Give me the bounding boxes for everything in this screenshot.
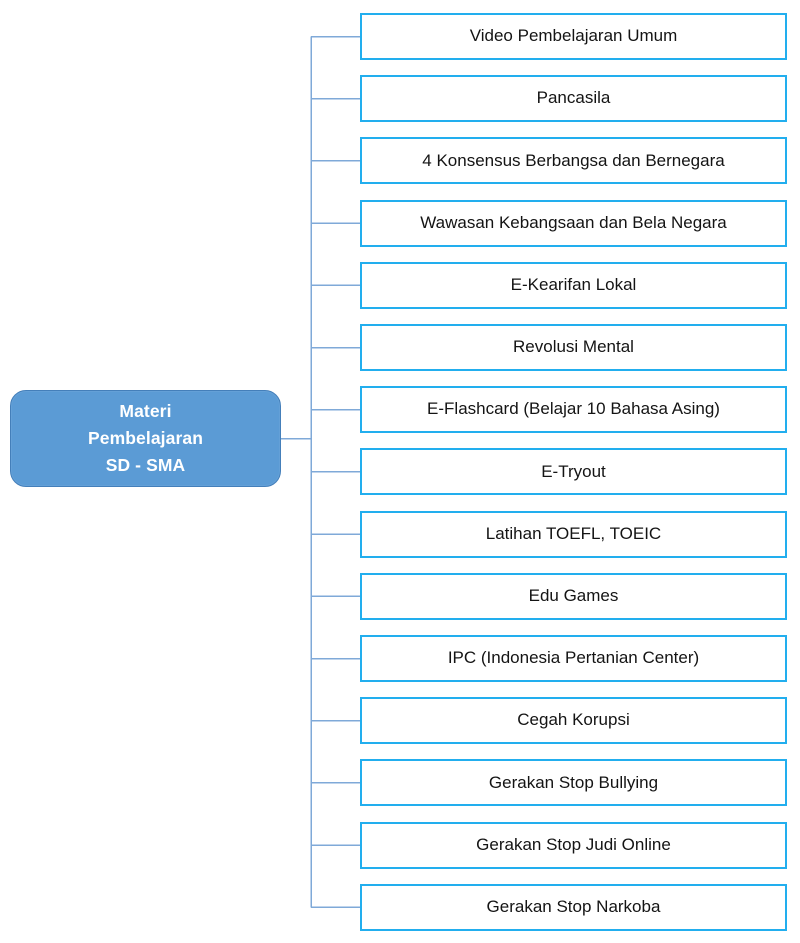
child-node-label: IPC (Indonesia Pertanian Center) <box>447 648 700 668</box>
child-node-label: Gerakan Stop Narkoba <box>486 897 661 917</box>
child-node[interactable]: Pancasila <box>360 75 787 123</box>
child-node-label: Pancasila <box>536 88 611 108</box>
child-node[interactable]: 4 Konsensus Berbangsa dan Bernegara <box>360 137 787 185</box>
child-node[interactable]: Wawasan Kebangsaan dan Bela Negara <box>360 199 787 247</box>
child-node-label: Gerakan Stop Bullying <box>488 772 659 792</box>
child-node[interactable]: Gerakan Stop Narkoba <box>360 883 787 931</box>
root-node-label: Materi Pembelajaran SD - SMA <box>87 400 203 476</box>
child-node-label: Latihan TOEFL, TOEIC <box>485 523 662 543</box>
child-node[interactable]: Latihan TOEFL, TOEIC <box>360 510 787 558</box>
child-node-label: Gerakan Stop Judi Online <box>476 834 671 854</box>
child-node[interactable]: IPC (Indonesia Pertanian Center) <box>360 635 787 682</box>
child-node-label: 4 Konsensus Berbangsa dan Bernegara <box>422 150 725 170</box>
child-node-label: E-Flashcard (Belajar 10 Bahasa Asing) <box>427 399 720 419</box>
child-node[interactable]: Cegah Korupsi <box>360 697 787 745</box>
child-node[interactable]: Gerakan Stop Judi Online <box>360 821 787 869</box>
child-node-label: Video Pembelajaran Umum <box>469 26 678 46</box>
child-node[interactable]: E-Flashcard (Belajar 10 Bahasa Asing) <box>360 386 787 434</box>
child-node[interactable]: Gerakan Stop Bullying <box>360 759 787 807</box>
child-node[interactable]: Edu Games <box>360 572 787 620</box>
child-node[interactable]: Video Pembelajaran Umum <box>360 13 787 60</box>
root-node[interactable]: Materi Pembelajaran SD - SMA <box>10 390 281 487</box>
child-node-label: Cegah Korupsi <box>517 710 630 730</box>
child-node-label: Wawasan Kebangsaan dan Bela Negara <box>420 212 727 232</box>
child-node-label: E-Kearifan Lokal <box>510 275 637 295</box>
child-node[interactable]: E-Kearifan Lokal <box>360 261 787 309</box>
child-node[interactable]: Revolusi Mental <box>360 324 787 371</box>
child-node[interactable]: E-Tryout <box>360 448 787 496</box>
child-node-label: Edu Games <box>528 586 619 606</box>
child-node-label: E-Tryout <box>541 461 606 481</box>
child-node-label: Revolusi Mental <box>513 337 634 357</box>
